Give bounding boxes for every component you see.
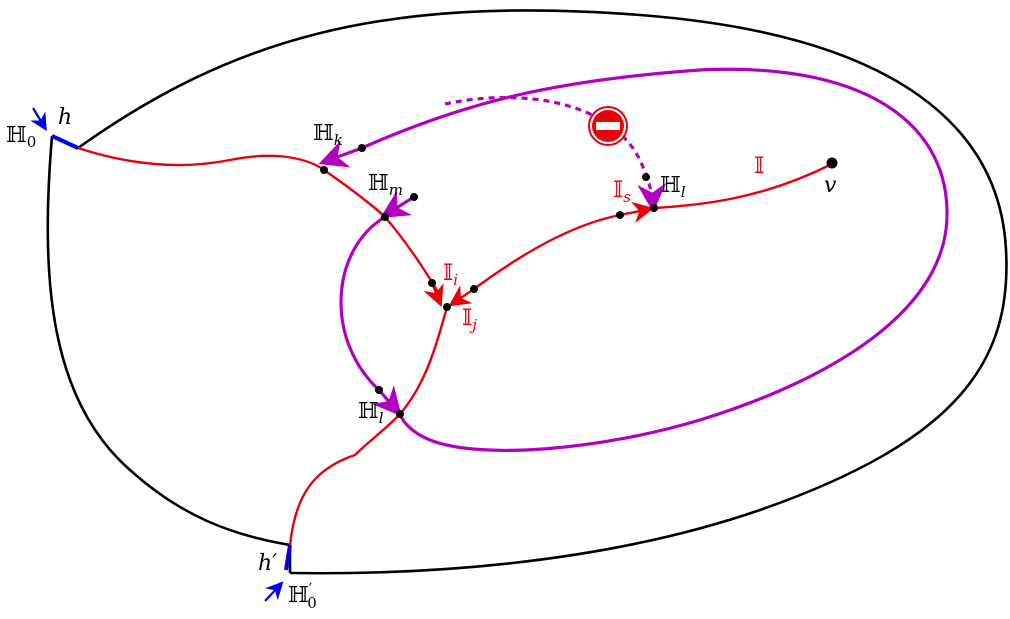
red-path-top (77, 146, 440, 293)
label-ls: 𝕀s (613, 178, 631, 206)
purple-outer-loop (361, 67, 949, 453)
red-arrow-ls (619, 201, 655, 223)
label-l: 𝕀 (754, 154, 764, 179)
red-path-l (653, 162, 833, 210)
label-hk: ℍk (313, 121, 343, 149)
label-v: v (824, 173, 837, 198)
blue-arrow-h0 (30, 107, 47, 132)
label-h0: ℍ0 (6, 123, 36, 151)
label-hl-bottom: ℍl (358, 399, 384, 427)
dot-junction-m (381, 213, 389, 221)
dot-hl-bottom (375, 386, 383, 394)
purple-arrow-hk (318, 140, 363, 168)
red-path-ls (473, 213, 621, 290)
dot-hk (358, 144, 366, 152)
blue-edge-h (51, 134, 79, 150)
label-hm: ℍm (368, 171, 403, 199)
dot-ls (616, 211, 624, 219)
dot-li (428, 279, 436, 287)
dot-v (826, 157, 838, 169)
blue-arrow-h0prime (264, 581, 284, 602)
outer-boundary-top (77, 9, 1008, 575)
purple-inner-loop (339, 215, 386, 392)
label-h0prime: ℍ′0 (288, 580, 317, 612)
dot-junction-k (320, 166, 328, 174)
dot-junction-s (650, 204, 658, 212)
dot-junction-l (396, 410, 404, 418)
dot-lj (470, 285, 478, 293)
label-hl-top: ℍl (660, 173, 686, 201)
dot-hm (410, 193, 418, 201)
red-arrow-lj (448, 285, 475, 307)
no-entry-icon (588, 106, 628, 146)
purple-arrow-hm (380, 190, 415, 219)
blue-edge-hprime (284, 544, 292, 571)
label-hprime: h′ (258, 551, 277, 576)
label-li: 𝕀i (443, 261, 458, 289)
label-h: h (58, 105, 72, 130)
label-lj: 𝕀j (462, 306, 477, 334)
dot-hl-top (642, 173, 650, 181)
outer-boundary-left (46, 135, 291, 547)
purple-arrow-hl-bottom (372, 385, 402, 417)
red-path-bottom (288, 306, 449, 546)
dot-junction-ij (443, 303, 451, 311)
